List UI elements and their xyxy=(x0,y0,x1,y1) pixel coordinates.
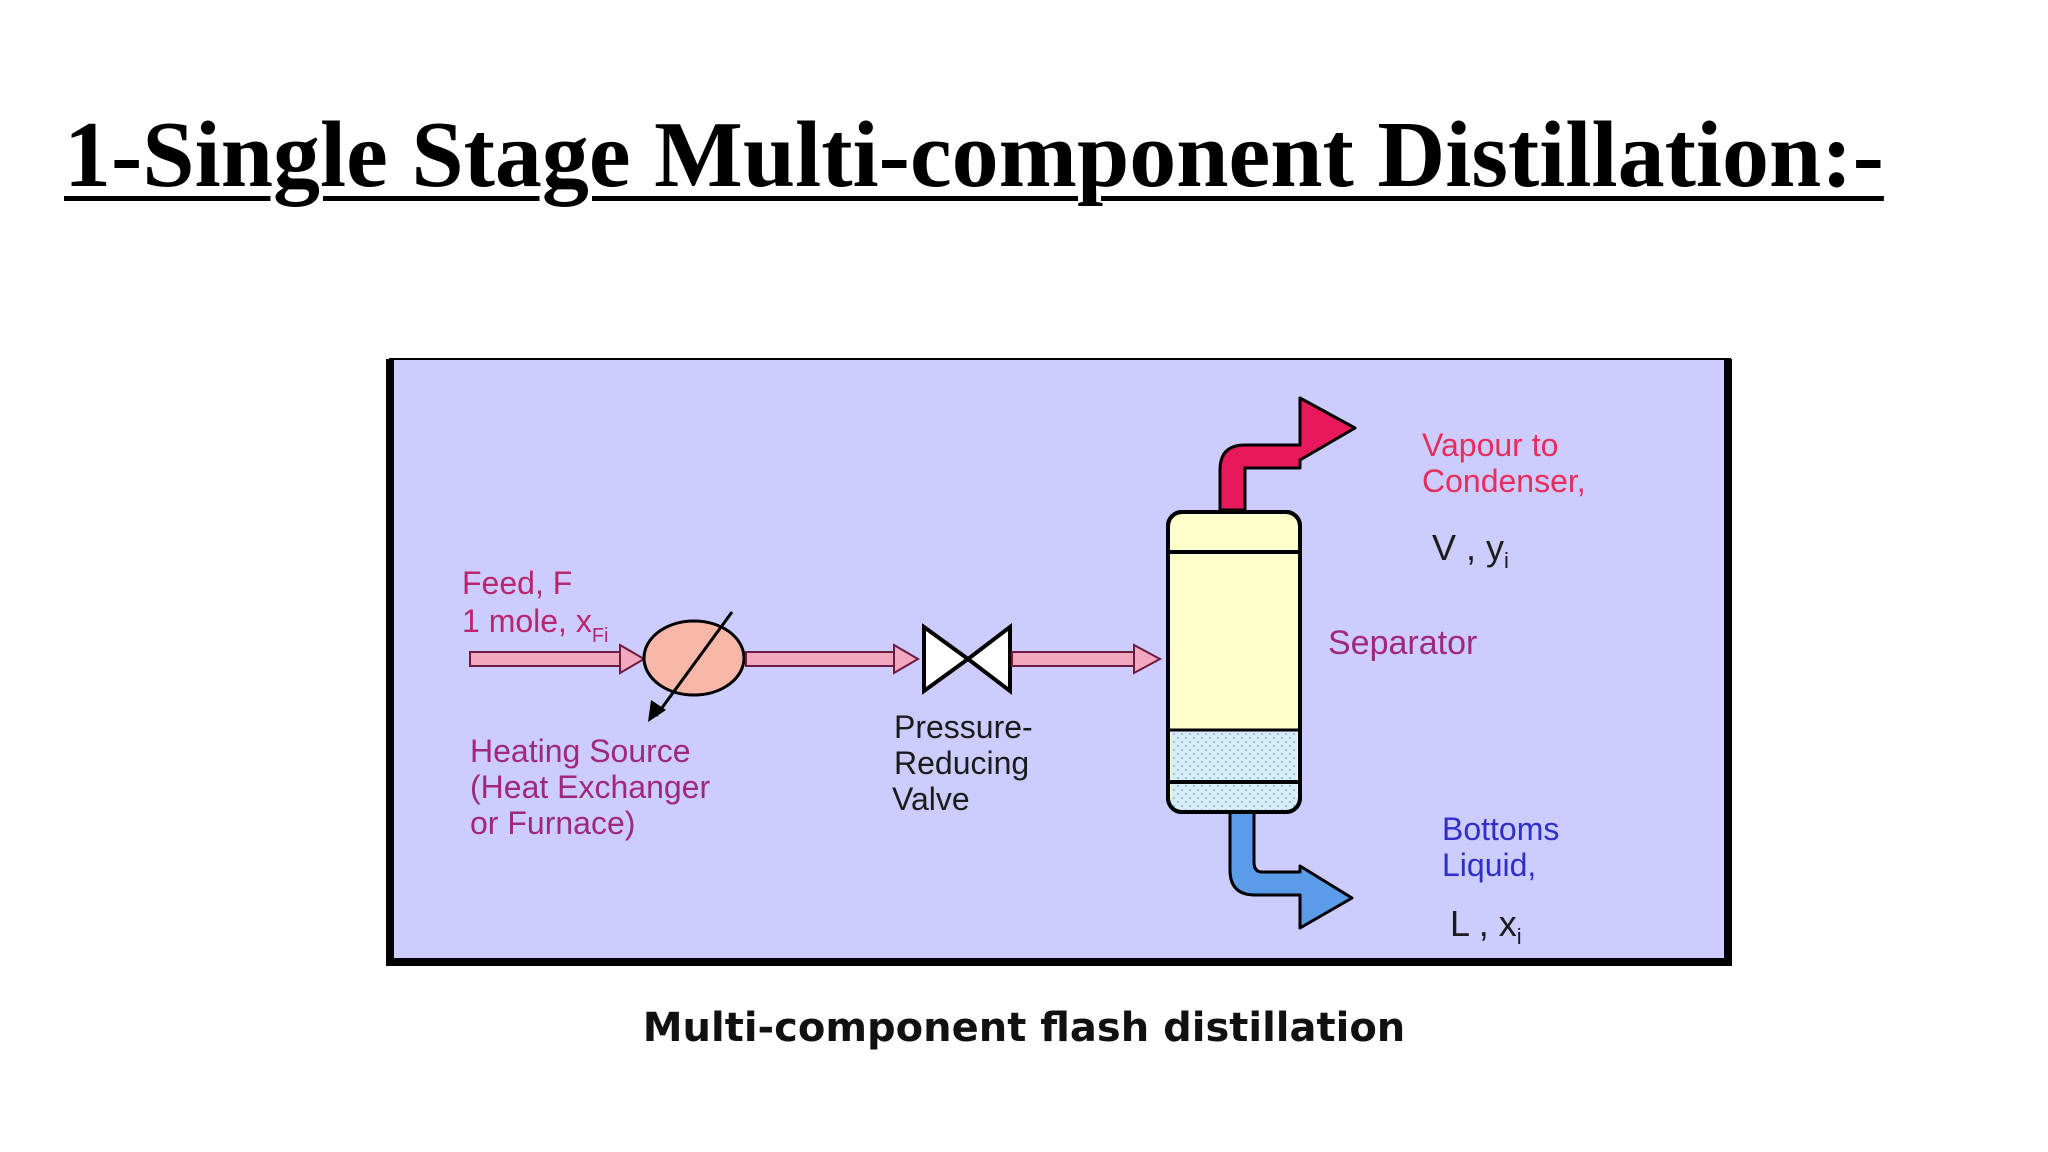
bottoms-label-line2: Liquid, xyxy=(1442,847,1536,883)
pipe-heater-to-valve xyxy=(745,643,920,675)
pressure-reducing-valve-symbol xyxy=(922,622,1012,696)
valve-label-line2: Reducing xyxy=(894,745,1029,781)
bottoms-label-line1: Bottoms xyxy=(1442,811,1559,847)
separator-vessel xyxy=(1166,510,1302,814)
heater-label-line3: or Furnace) xyxy=(470,805,635,841)
vapour-label-line1: Vapour to xyxy=(1422,427,1558,463)
figure-caption: Multi-component flash distillation xyxy=(642,1005,1406,1051)
bottoms-outlet-arrow xyxy=(1228,804,1354,930)
panel-shadow-right xyxy=(1724,359,1732,966)
vapour-outlet-arrow xyxy=(1218,396,1357,512)
feed-label-line1: Feed, F xyxy=(462,565,572,601)
heater-label-line1: Heating Source xyxy=(470,733,691,769)
feed-label-line2: 1 mole, xFi xyxy=(462,603,609,647)
feed-arrow xyxy=(469,643,646,675)
bottoms-stream-subscript: i xyxy=(1517,924,1522,949)
feed-label-subscript: Fi xyxy=(592,625,609,647)
heat-exchanger-symbol xyxy=(642,611,746,722)
heater-label-line2: (Heat Exchanger xyxy=(470,769,710,805)
vapour-stream-subscript: i xyxy=(1504,548,1509,573)
panel-shadow-left xyxy=(386,359,394,966)
valve-label-line1: Pressure- xyxy=(894,709,1033,745)
pipe-valve-to-separator xyxy=(1011,643,1163,675)
valve-label-line3: Valve xyxy=(892,781,970,817)
separator-liquid xyxy=(1171,730,1297,810)
separator-label: Separator xyxy=(1328,624,1477,662)
panel-shadow-bottom xyxy=(386,958,1732,966)
vapour-label-line2: Condenser, xyxy=(1422,463,1586,499)
vapour-stream-label: V , yi xyxy=(1432,527,1509,573)
slide-title: 1-Single Stage Multi-component Distillat… xyxy=(64,103,1884,207)
bottoms-stream-label: L , xi xyxy=(1450,903,1522,949)
